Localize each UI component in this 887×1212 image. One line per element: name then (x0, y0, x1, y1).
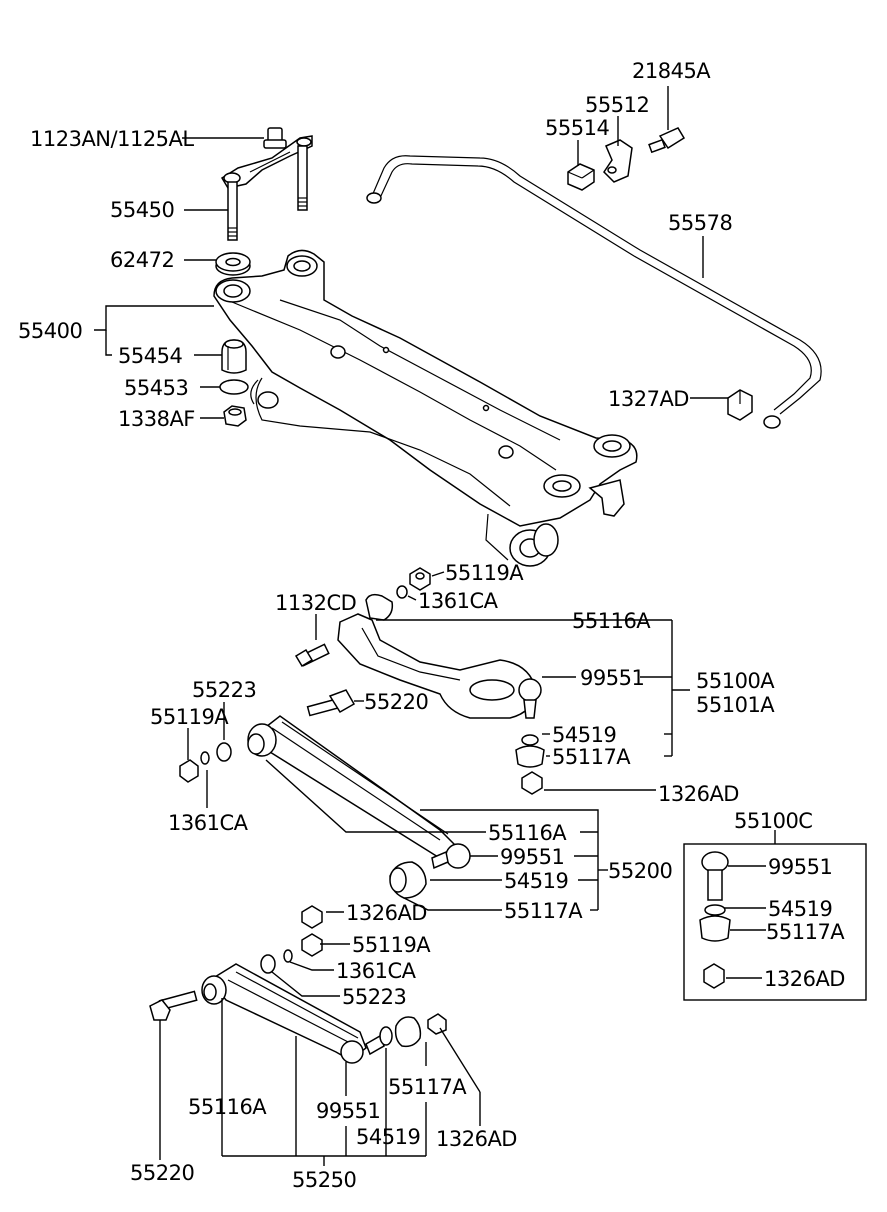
part-number-labels: 1123AN/1125AL 21845A 55512 55514 55450 6… (18, 59, 846, 1192)
label-1361ca-left: 1361CA (168, 811, 249, 835)
label-55117a-kit: 55117A (766, 920, 845, 944)
label-55453: 55453 (124, 376, 188, 400)
label-55223-lower: 55223 (342, 985, 406, 1009)
label-55101a: 55101A (696, 693, 775, 717)
upper-arm-55100a-drawing (294, 593, 545, 795)
label-54519-lower: 54519 (356, 1125, 420, 1149)
crossmember-55400-drawing (213, 249, 638, 567)
nut-1327ad-drawing (727, 389, 753, 421)
label-1361ca-lower: 1361CA (336, 959, 417, 983)
label-1338af: 1338AF (118, 407, 195, 431)
leader-lines (94, 86, 867, 1166)
label-55117a-mid: 55117A (504, 899, 583, 923)
label-55200: 55200 (608, 859, 672, 883)
label-1326ad-lower: 1326AD (436, 1127, 517, 1151)
label-99551-kit: 99551 (768, 855, 832, 879)
label-55220-lower: 55220 (130, 1161, 194, 1185)
label-1326ad-upper: 1326AD (658, 782, 739, 806)
label-55512: 55512 (585, 93, 649, 117)
label-54519-upper: 54519 (552, 723, 616, 747)
bracket-55450-drawing (220, 135, 313, 241)
nut-1338af-drawing (223, 405, 247, 427)
label-55116a-mid: 55116A (488, 821, 567, 845)
label-1327ad: 1327AD (608, 387, 689, 411)
bottom-small-parts-drawing (260, 933, 323, 974)
nut-55119a-upper-drawing (409, 567, 431, 591)
label-54519-mid: 54519 (504, 869, 568, 893)
label-1326ad-mid: 1326AD (346, 901, 427, 925)
bushing-55454-drawing (221, 339, 247, 374)
label-55117a-upper: 55117A (552, 745, 631, 769)
label-1326ad-kit: 1326AD (764, 967, 845, 991)
bracket-55512-drawing (603, 139, 633, 183)
label-62472: 62472 (110, 248, 174, 272)
label-55117a-lower: 55117A (388, 1075, 467, 1099)
label-1132cd: 1132CD (275, 591, 356, 615)
label-54519-kit: 54519 (768, 897, 832, 921)
bushing-55514-drawing (567, 163, 595, 191)
label-55454: 55454 (118, 344, 182, 368)
kit-55100c-parts-drawing (699, 851, 731, 989)
label-1361ca-upper: 1361CA (418, 589, 499, 613)
label-55400: 55400 (18, 319, 82, 343)
label-55116a-lower: 55116A (188, 1095, 267, 1119)
washer-62472-drawing (215, 252, 251, 276)
label-55220-upper: 55220 (364, 690, 428, 714)
label-21845a: 21845A (632, 59, 711, 83)
lower-arm-55200-drawing (179, 689, 471, 899)
label-1123an-1125al: 1123AN/1125AL (30, 127, 194, 151)
nut-1326ad-mid-drawing (301, 905, 323, 929)
washer-1361ca-upper-drawing (396, 585, 408, 599)
label-55578: 55578 (668, 211, 732, 235)
stabilizer-bar-55578-drawing (366, 155, 822, 429)
label-99551-mid: 99551 (500, 845, 564, 869)
bolt-21845a-drawing (648, 127, 686, 154)
label-55119a-left: 55119A (150, 705, 229, 729)
label-55119a-upper: 55119A (445, 561, 524, 585)
washer-55453-drawing (219, 379, 249, 395)
label-99551-upper: 99551 (580, 666, 644, 690)
label-55116a-upper: 55116A (572, 609, 651, 633)
label-55119a-lower: 55119A (352, 933, 431, 957)
rear-arm-55250-drawing (149, 963, 447, 1064)
label-55450: 55450 (110, 198, 174, 222)
label-55223-upper: 55223 (192, 678, 256, 702)
label-55514: 55514 (545, 116, 609, 140)
bolt-1123an-drawing (263, 127, 287, 149)
label-99551-lower: 99551 (316, 1099, 380, 1123)
label-55100a: 55100A (696, 669, 775, 693)
label-55100c: 55100C (734, 809, 812, 833)
label-55250: 55250 (292, 1168, 356, 1192)
